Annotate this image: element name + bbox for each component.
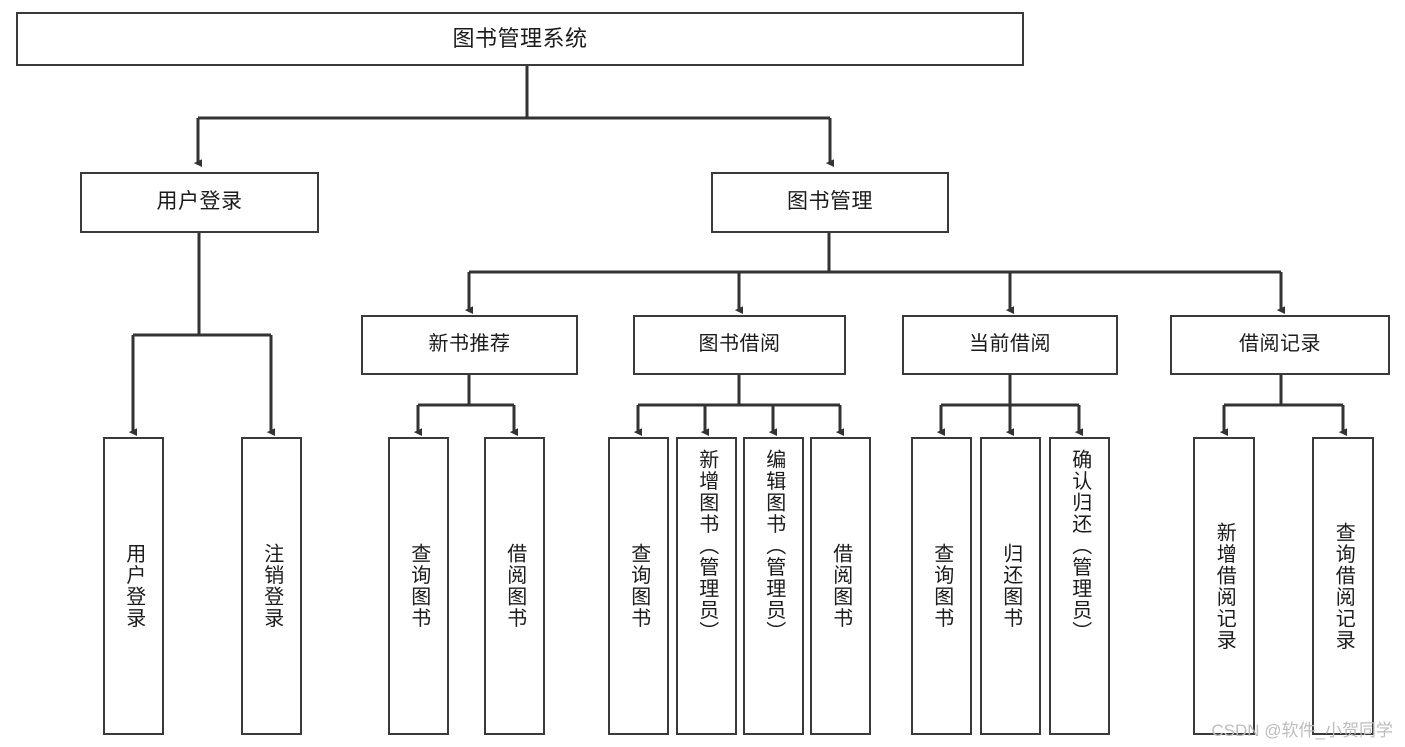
node-borrow-record[interactable]: 借阅记录 <box>1170 315 1390 375</box>
leaf-record-query[interactable]: 查询借阅记录 <box>1312 437 1374 735</box>
node-current-borrow[interactable]: 当前借阅 <box>902 315 1118 375</box>
leaf-current-return-book-label: 归还图书 <box>999 543 1022 629</box>
leaf-current-query-book-label: 查询图书 <box>930 543 953 629</box>
leaf-borrow-add-book-label: 新增图书（管理员） <box>695 449 718 643</box>
leaf-new-book-query-label: 查询图书 <box>407 543 430 629</box>
leaf-borrow-borrow-book-label: 借阅图书 <box>829 543 852 629</box>
node-user-login-label: 用户登录 <box>156 190 243 214</box>
node-book-management[interactable]: 图书管理 <box>711 172 949 233</box>
leaf-record-query-label: 查询借阅记录 <box>1332 521 1355 651</box>
node-current-borrow-label: 当前借阅 <box>969 333 1051 356</box>
leaf-record-add-label: 新增借阅记录 <box>1213 521 1236 651</box>
leaf-user-login-logout-label: 注销登录 <box>260 543 283 629</box>
node-book-borrow[interactable]: 图书借阅 <box>633 315 846 375</box>
node-book-borrow-label: 图书借阅 <box>698 333 781 356</box>
leaf-user-login-logout[interactable]: 注销登录 <box>241 437 302 735</box>
leaf-borrow-borrow-book[interactable]: 借阅图书 <box>810 437 871 735</box>
leaf-new-book-borrow[interactable]: 借阅图书 <box>484 437 545 735</box>
leaf-current-return-book[interactable]: 归还图书 <box>980 437 1041 735</box>
leaf-borrow-edit-book[interactable]: 编辑图书（管理员） <box>743 437 804 735</box>
node-borrow-record-label: 借阅记录 <box>1239 333 1321 356</box>
leaf-borrow-query-book-label: 查询图书 <box>627 543 650 629</box>
node-book-management-label: 图书管理 <box>787 190 873 214</box>
leaf-borrow-query-book[interactable]: 查询图书 <box>608 437 669 735</box>
leaf-current-confirm-return-label: 确认归还（管理员） <box>1068 449 1091 643</box>
leaf-borrow-edit-book-label: 编辑图书（管理员） <box>762 449 785 643</box>
csdn-watermark: CSDN @软件_小贺同学 <box>1211 721 1393 740</box>
leaf-new-book-borrow-label: 借阅图书 <box>503 543 526 629</box>
leaf-user-login-login[interactable]: 用户登录 <box>103 437 164 735</box>
node-new-book-recommend-label: 新书推荐 <box>428 333 511 356</box>
leaf-current-confirm-return[interactable]: 确认归还（管理员） <box>1049 437 1110 735</box>
leaf-record-add[interactable]: 新增借阅记录 <box>1193 437 1255 735</box>
node-user-login[interactable]: 用户登录 <box>80 172 319 233</box>
leaf-new-book-query[interactable]: 查询图书 <box>388 437 449 735</box>
leaf-current-query-book[interactable]: 查询图书 <box>911 437 972 735</box>
node-new-book-recommend[interactable]: 新书推荐 <box>361 315 578 375</box>
node-root-label: 图书管理系统 <box>452 26 588 52</box>
leaf-borrow-add-book[interactable]: 新增图书（管理员） <box>676 437 737 735</box>
node-root[interactable]: 图书管理系统 <box>16 12 1024 66</box>
leaf-user-login-login-label: 用户登录 <box>122 543 145 629</box>
